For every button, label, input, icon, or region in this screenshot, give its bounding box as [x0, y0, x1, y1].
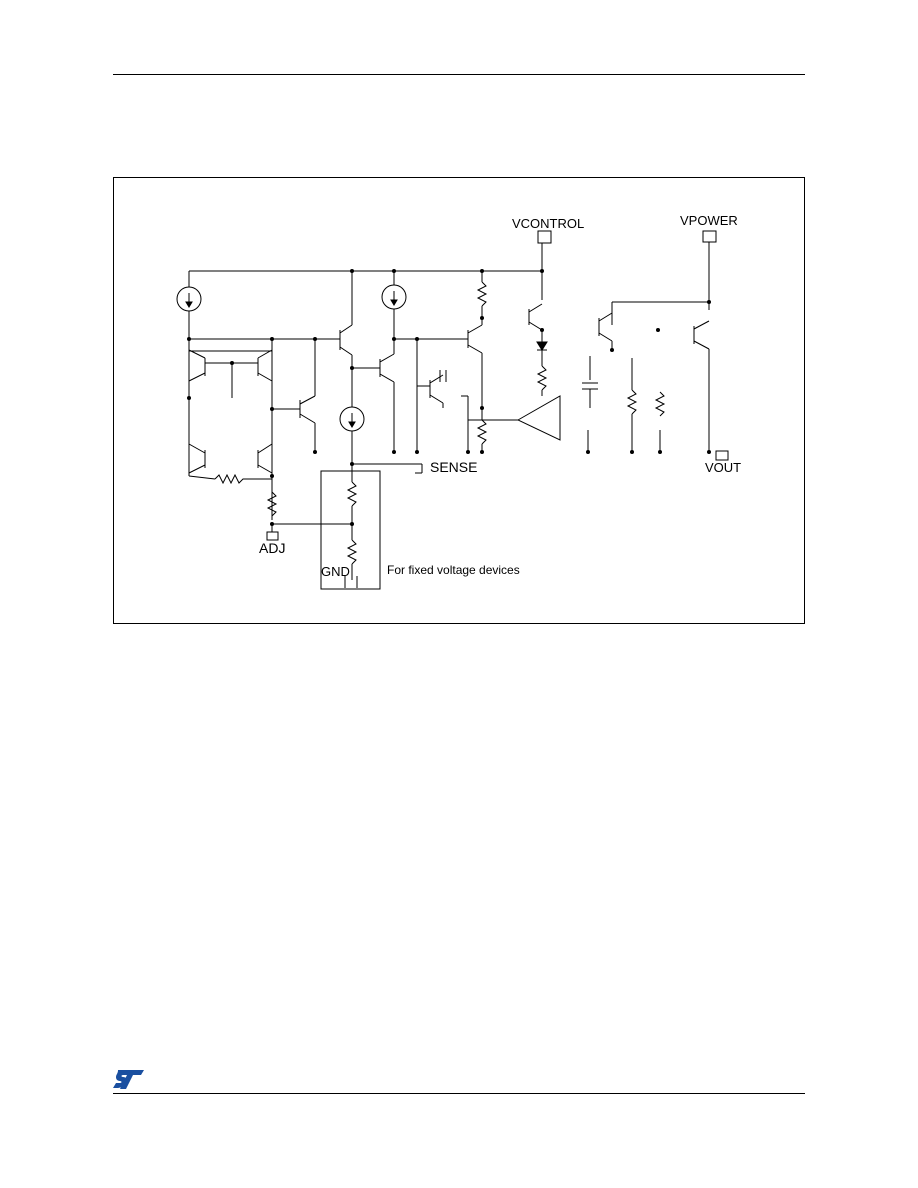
- gnd-label: GND: [321, 564, 350, 579]
- footer-rule: [113, 1093, 805, 1094]
- vpower-label: VPOWER: [680, 213, 738, 228]
- junction-dots: [187, 269, 711, 526]
- vcontrol-label: VCONTROL: [512, 216, 584, 231]
- st-logo-icon: [113, 1070, 144, 1089]
- fixed-voltage-note: For fixed voltage devices: [387, 563, 520, 577]
- figure-frame: [113, 177, 805, 624]
- header-rule: [113, 74, 805, 75]
- sense-label: SENSE: [430, 459, 477, 475]
- vout-label: VOUT: [705, 460, 741, 475]
- adj-label: ADJ: [259, 540, 285, 556]
